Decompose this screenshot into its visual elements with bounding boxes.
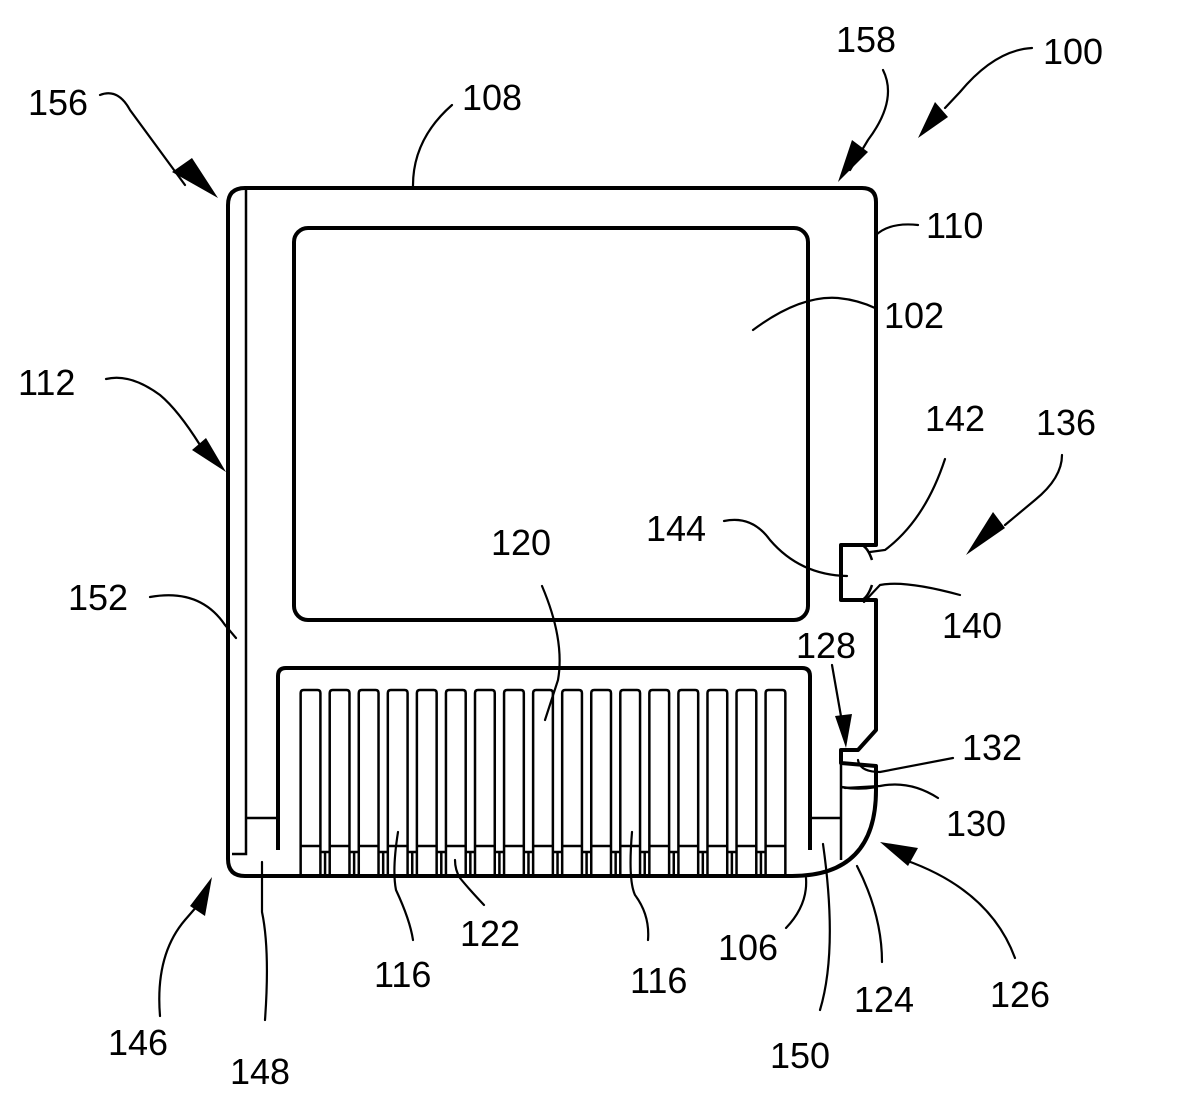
leader-130: [845, 785, 938, 799]
leader-112: [106, 378, 200, 445]
label-136: 136: [1036, 402, 1096, 443]
leader-148: [262, 862, 267, 1020]
label-156: 156: [28, 82, 88, 123]
label-158: 158: [836, 19, 896, 60]
contact-gap-tick: [698, 852, 707, 874]
leader-120: [542, 586, 560, 720]
label-124: 124: [854, 979, 914, 1020]
leader-152: [150, 595, 236, 638]
contact-gap-tick: [349, 852, 358, 874]
contact-gap-tick: [611, 852, 620, 874]
contact-gap-tick: [582, 852, 591, 874]
arrow-100: [918, 102, 948, 138]
contact-gap-tick: [669, 852, 678, 874]
label-102: 102: [884, 295, 944, 336]
contact-gap-tick: [727, 852, 736, 874]
notch-detail: [862, 545, 872, 600]
label-140: 140: [942, 605, 1002, 646]
label-112: 112: [18, 362, 75, 403]
label-144: 144: [646, 508, 706, 549]
label-120: 120: [491, 522, 551, 563]
label-152: 152: [68, 577, 128, 618]
contact-gap-tick: [437, 852, 446, 874]
contact-gap-tick: [553, 852, 562, 874]
contact-fingers: [301, 690, 786, 874]
leader-102: [753, 298, 875, 330]
label-142: 142: [925, 398, 985, 439]
label-108: 108: [462, 77, 522, 118]
label-146: 146: [108, 1022, 168, 1063]
contact-gap-tick: [756, 852, 765, 874]
leader-128: [832, 665, 842, 722]
contact-gap-tick: [640, 852, 649, 874]
leader-100: [945, 48, 1032, 108]
contact-gap-tick: [320, 852, 329, 874]
leader-146: [159, 905, 198, 1016]
leader-106: [786, 878, 806, 928]
leader-126: [905, 860, 1015, 958]
label-126: 126: [990, 974, 1050, 1015]
label-116a: 116: [374, 954, 431, 995]
contact-gap-tick: [379, 852, 388, 874]
label-106: 106: [718, 927, 778, 968]
label-110: 110: [926, 205, 983, 246]
leader-116a: [394, 832, 413, 940]
leader-136: [1005, 455, 1062, 525]
label-150: 150: [770, 1035, 830, 1076]
leader-140: [864, 584, 960, 602]
leader-144: [724, 520, 847, 576]
label-130: 130: [946, 803, 1006, 844]
contact-gap-tick: [495, 852, 504, 874]
label-132: 132: [962, 727, 1022, 768]
label-100: 100: [1043, 31, 1103, 72]
arrow-128: [835, 714, 852, 748]
label-122: 122: [460, 913, 520, 954]
leader-142: [870, 459, 945, 552]
arrow-112: [192, 438, 226, 472]
contact-gap-tick: [524, 852, 533, 874]
leader-156: [100, 93, 185, 185]
contact-gap-tick: [466, 852, 475, 874]
leader-124: [857, 866, 882, 962]
left-rail-bottom: [232, 818, 278, 854]
label-116b: 116: [630, 960, 687, 1001]
leader-108: [413, 105, 452, 188]
leader-110: [876, 224, 918, 235]
label-148: 148: [230, 1051, 290, 1092]
arrow-136: [966, 512, 1005, 555]
contact-gap-tick: [408, 852, 417, 874]
label-128: 128: [796, 625, 856, 666]
